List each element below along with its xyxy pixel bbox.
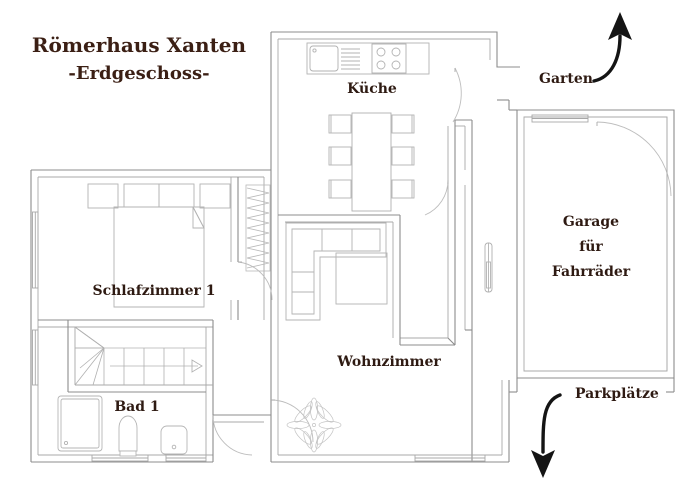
burner-1	[376, 47, 386, 57]
room-label-schlafzimmer1: Schlafzimmer 1	[92, 283, 215, 299]
title-block: Römerhaus Xanten -Erdgeschoss-	[32, 33, 247, 84]
pillow-1	[123, 183, 160, 208]
garten-arrow-tail	[592, 34, 622, 83]
garage-structure: Garage für Fahrräder	[497, 99, 675, 393]
draining-board	[341, 48, 360, 70]
toilet	[118, 415, 138, 457]
chair-right-3	[391, 179, 415, 199]
bedroom-furniture: Schlafzimmer 1	[87, 183, 271, 308]
burner-4	[391, 60, 401, 70]
door-arc-garage	[596, 121, 672, 197]
exterior-label-garten: Garten	[539, 71, 593, 87]
washbasin	[160, 425, 188, 455]
coffee-table	[335, 252, 388, 305]
doors	[212, 67, 672, 456]
chair-left-3	[328, 179, 352, 199]
garage-label-line-2: für	[579, 239, 603, 255]
sink-tap	[312, 48, 317, 53]
room-label-bad1: Bad 1	[114, 399, 159, 415]
garten-annotation: Garten	[539, 12, 632, 87]
potted-plant	[286, 397, 342, 453]
chair-left-1	[328, 114, 352, 134]
living-room-furniture: Wohnzimmer	[285, 222, 493, 453]
parkplatze-arrow-tail	[541, 393, 562, 454]
room-label-kuche: Küche	[347, 81, 397, 97]
door-arc-bath	[212, 414, 253, 456]
door-arc-dining	[424, 179, 449, 216]
bathroom-fixtures: Bad 1	[57, 395, 188, 457]
exterior-walls	[30, 31, 520, 463]
radiator-bedroom	[245, 184, 271, 272]
staircase	[74, 326, 206, 386]
exterior-label-parkplatze: Parkplätze	[575, 386, 659, 402]
chair-left-2	[328, 146, 352, 166]
parkplatze-annotation: Parkplätze	[531, 386, 659, 478]
kitchen-fixtures: Küche	[306, 42, 430, 97]
interior-walls	[38, 177, 401, 462]
chair-right-2	[391, 146, 415, 166]
nightstand-left	[87, 183, 119, 209]
bed-duvet-fold	[114, 206, 205, 229]
dining-table	[351, 112, 392, 212]
garten-arrow-head	[608, 12, 632, 40]
chair-right-1	[391, 114, 415, 134]
sofa-cushions	[291, 228, 381, 315]
stair-direction-arrow	[191, 359, 203, 373]
stove-top	[371, 43, 407, 74]
bathtub-drain	[63, 440, 69, 446]
dining-set	[328, 112, 415, 212]
burner-2	[391, 47, 401, 57]
room-label-wohnzimmer: Wohnzimmer	[336, 354, 441, 370]
sofa-outline	[285, 222, 387, 321]
garage-label-line-3: Fahrräder	[552, 264, 631, 280]
parkplatze-arrow-head	[531, 450, 555, 478]
pillow-2	[158, 183, 195, 208]
basin-drain	[171, 444, 177, 450]
door-arc-living	[270, 399, 314, 443]
door-arc-kitchen	[452, 67, 462, 123]
burner-3	[376, 60, 386, 70]
kitchen-counter	[306, 42, 430, 75]
radiator-living	[484, 242, 493, 293]
door-arc-bedroom	[237, 261, 273, 301]
nightstand-right	[199, 183, 231, 209]
garage-label-line-1: Garage	[563, 214, 619, 230]
sink-basin	[309, 45, 339, 72]
page-subtitle: -Erdgeschoss-	[68, 63, 209, 84]
page-title: Römerhaus Xanten	[32, 33, 247, 57]
